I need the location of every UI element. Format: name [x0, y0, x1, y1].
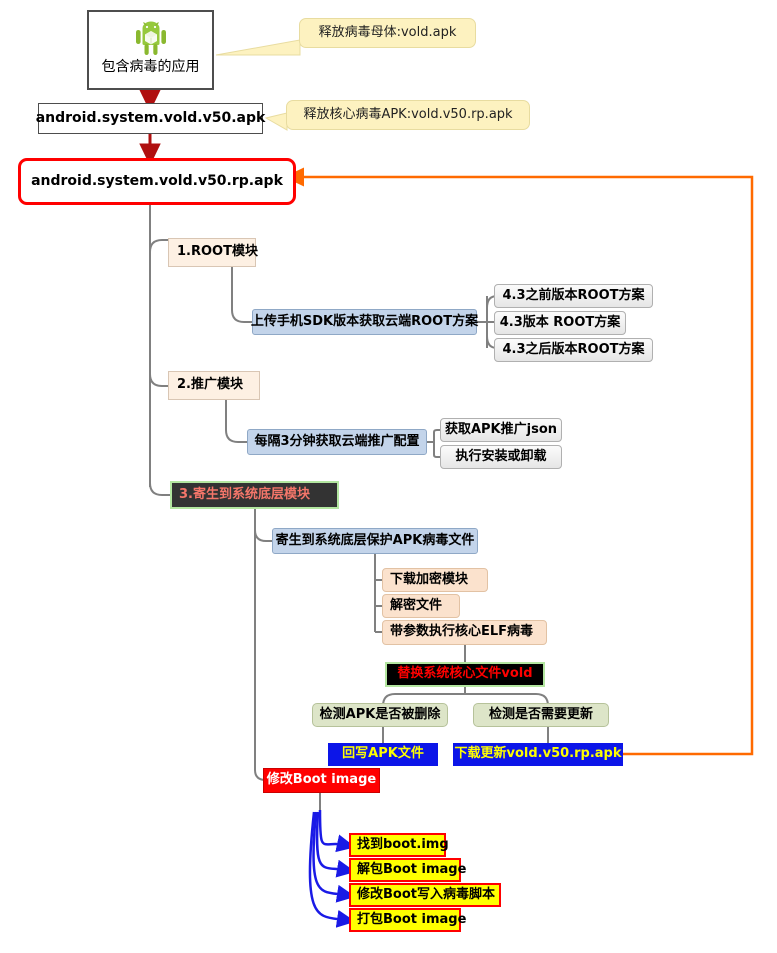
- module-promotion[interactable]: 2.推广模块: [168, 371, 260, 400]
- apk-stage1-box[interactable]: android.system.vold.v50.apk: [36, 103, 265, 134]
- exec-install-uninstall[interactable]: 执行安装或卸载: [440, 445, 562, 469]
- modify-boot-image[interactable]: 修改Boot image: [263, 768, 380, 793]
- boot-step-find-img[interactable]: 找到boot.img: [349, 833, 449, 857]
- root-scheme-after-43[interactable]: 4.3之后版本ROOT方案: [494, 338, 653, 362]
- replace-system-vold[interactable]: 替换系统核心文件vold: [385, 662, 545, 687]
- decrypt-file[interactable]: 解密文件: [382, 594, 460, 618]
- check-need-update[interactable]: 检测是否需要更新: [473, 703, 609, 727]
- virus-app-box[interactable]: 包含病毒的应用: [87, 10, 214, 90]
- boot-step-repack[interactable]: 打包Boot image: [349, 908, 466, 932]
- rewrite-apk-file[interactable]: 回写APK文件: [328, 743, 438, 766]
- callout-release-mother: 释放病毒母体:vold.apk: [299, 18, 476, 48]
- module-root[interactable]: 1.ROOT模块: [168, 238, 258, 267]
- callout-release-core-apk: 释放核心病毒APK:vold.v50.rp.apk: [286, 100, 530, 130]
- boot-step-unpack[interactable]: 解包Boot image: [349, 858, 466, 882]
- module-parasite[interactable]: 3.寄生到系统底层模块: [170, 481, 339, 509]
- fetch-apk-promo-json[interactable]: 获取APK推广json: [440, 418, 562, 442]
- exec-core-elf-with-params[interactable]: 带参数执行核心ELF病毒: [382, 620, 547, 645]
- virus-app-label: 包含病毒的应用: [101, 59, 200, 75]
- apk-stage2-box[interactable]: android.system.vold.v50.rp.apk: [18, 158, 296, 205]
- module-root-child[interactable]: 上传手机SDK版本获取云端ROOT方案: [251, 309, 478, 335]
- root-scheme-43[interactable]: 4.3版本 ROOT方案: [494, 311, 626, 335]
- download-update-apk[interactable]: 下载更新vold.v50.rp.apk: [453, 743, 623, 766]
- android-robot-icon: [135, 21, 166, 55]
- module-parasite-child[interactable]: 寄生到系统底层保护APK病毒文件: [272, 528, 478, 554]
- boot-step-inject-script[interactable]: 修改Boot写入病毒脚本: [349, 883, 501, 907]
- module-promotion-child[interactable]: 每隔3分钟获取云端推广配置: [247, 429, 427, 455]
- check-apk-deleted[interactable]: 检测APK是否被删除: [312, 703, 448, 727]
- root-scheme-before-43[interactable]: 4.3之前版本ROOT方案: [494, 284, 653, 308]
- download-encrypt-module[interactable]: 下载加密模块: [382, 568, 488, 592]
